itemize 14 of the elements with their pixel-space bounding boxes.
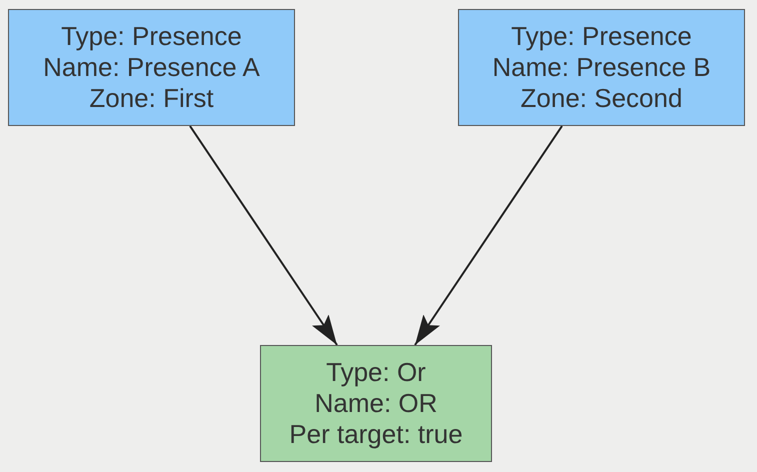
node-text: Per target: true [289,419,463,450]
process-box [8,9,295,126]
arrow [189,125,338,346]
node-text: Type: Or [326,357,426,388]
node-text: Name: Presence A [43,52,260,83]
process-box [260,345,492,462]
node-text: Name: Presence B [492,52,711,83]
node-text: Type: Presence [61,21,242,52]
node-text: Name: OR [314,388,438,419]
node-text: Zone: First [89,83,214,114]
node-text: Zone: Second [520,83,682,114]
node-text: Type: Presence [511,21,692,52]
process-box [458,9,745,126]
arrow [414,125,563,346]
